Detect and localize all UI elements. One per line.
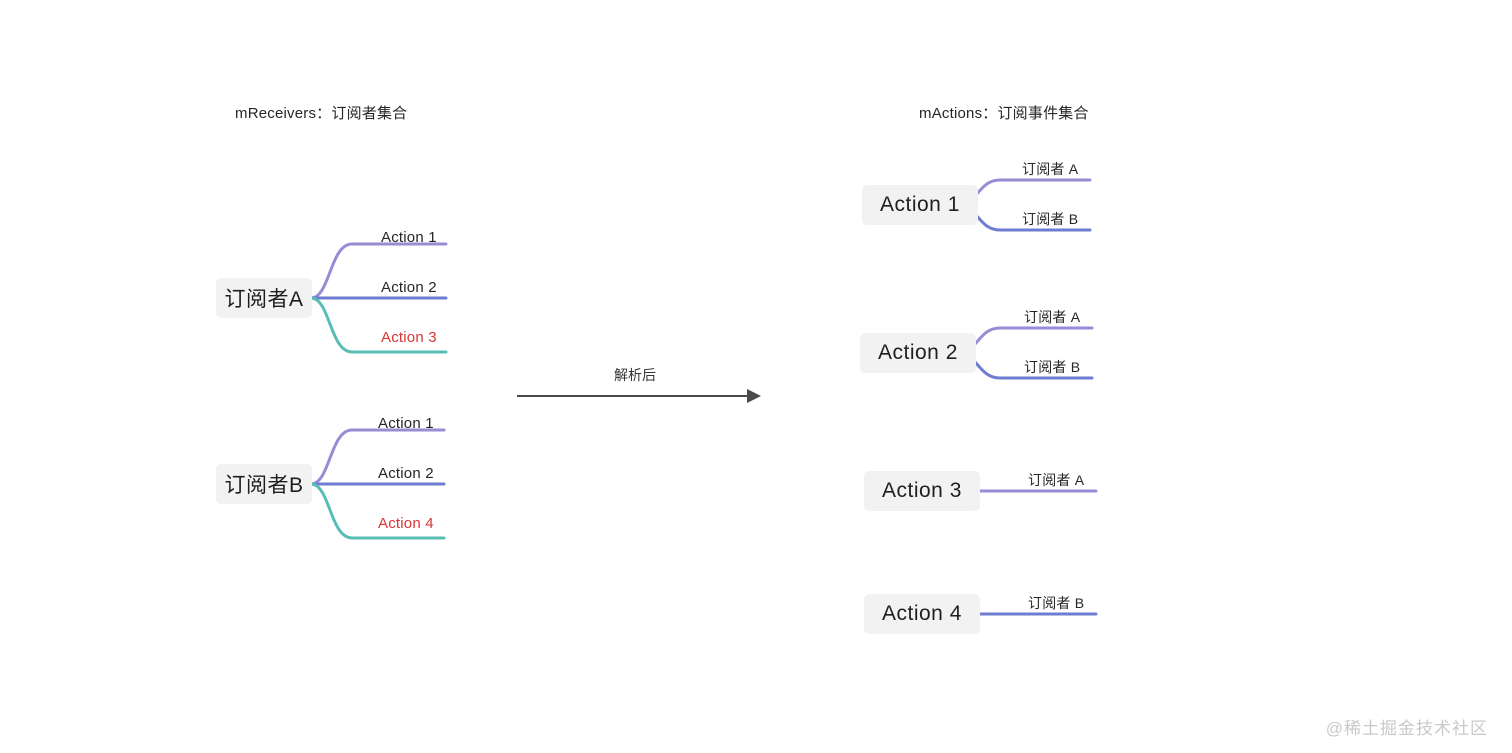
edge-label-action2-receiverA: 订阅者 A	[1024, 309, 1081, 325]
edge-label-action1-receiverB: 订阅者 B	[1022, 211, 1079, 227]
edge-label-action4-receiverB: 订阅者 B	[1028, 595, 1085, 611]
edge-label-action2-receiverB: 订阅者 B	[1024, 359, 1081, 375]
node-action-4[interactable]: Action 4	[864, 594, 980, 634]
left-section-title: mReceivers：订阅者集合	[235, 105, 408, 122]
node-action-3[interactable]: Action 3	[864, 471, 980, 511]
node-action-1[interactable]: Action 1	[862, 185, 978, 225]
edge-label-receiverB-action2: Action 2	[378, 465, 434, 482]
transform-arrow-head	[747, 389, 761, 403]
edge-label-receiverB-action1: Action 1	[378, 415, 434, 432]
edge-label-receiverB-action4: Action 4	[378, 515, 434, 532]
transform-caption: 解析后	[614, 367, 656, 383]
edge-label-receiverA-action1: Action 1	[381, 229, 437, 246]
edge-label-receiverA-action3: Action 3	[381, 329, 437, 346]
link-action2-receiverA	[955, 326, 1094, 355]
watermark: @稀土掘金技术社区	[1325, 719, 1488, 738]
edge-label-action3-receiverA: 订阅者 A	[1028, 472, 1085, 488]
node-action-2[interactable]: Action 2	[860, 333, 976, 373]
node-receiver-a[interactable]: 订阅者A	[216, 278, 312, 318]
right-section-title: mActions：订阅事件集合	[919, 105, 1089, 122]
edge-label-receiverA-action2: Action 2	[381, 279, 437, 296]
node-receiver-b[interactable]: 订阅者B	[216, 464, 312, 504]
edge-label-action1-receiverA: 订阅者 A	[1022, 161, 1079, 177]
